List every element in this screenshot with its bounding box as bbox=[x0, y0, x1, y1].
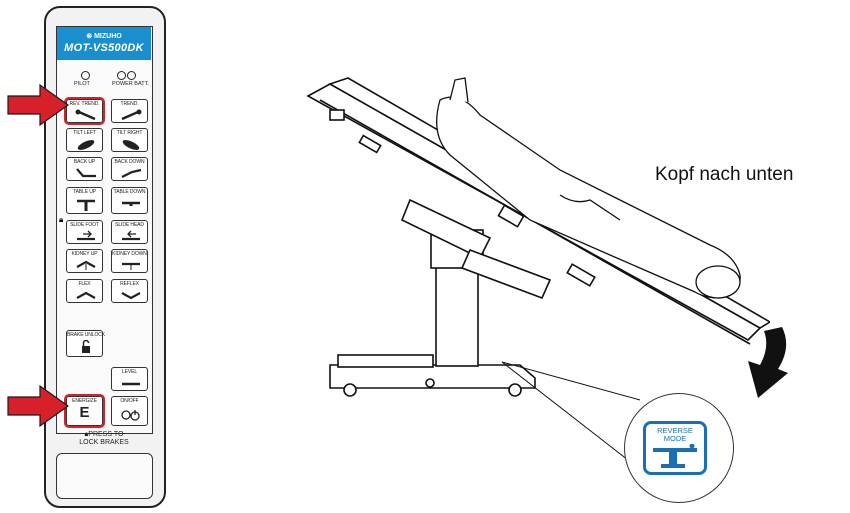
indicator-leds: PILOT POWER BATT. bbox=[57, 71, 151, 93]
reflex-icon bbox=[121, 292, 141, 300]
mode-label: MODE bbox=[663, 434, 687, 443]
lock-brakes-label: LOCK BRAKES bbox=[79, 439, 129, 446]
press-to-lock-text: 🔒︎PRESS TO LOCK BRAKES bbox=[57, 431, 151, 447]
brand-logo: ⊗ MIZUHO bbox=[86, 33, 122, 40]
kidney-down-icon bbox=[122, 262, 140, 270]
power-batt-led-1 bbox=[117, 71, 126, 80]
tilt-right-button[interactable]: TILT RIGHT bbox=[111, 128, 148, 152]
energize-button[interactable]: ENERGIZE E bbox=[64, 394, 105, 428]
kidney-down-label: KIDNEY DOWN bbox=[112, 251, 147, 257]
back-up-label: BACK UP bbox=[73, 159, 96, 165]
caption-text: Kopf nach unten bbox=[655, 164, 794, 185]
operating-table-illustration bbox=[306, 77, 770, 397]
slide-foot-label: SLIDE FOOT bbox=[70, 222, 99, 228]
unlock-icon bbox=[82, 340, 90, 353]
on-off-label: ON/OFF bbox=[120, 398, 139, 404]
power-batt-led-2 bbox=[127, 71, 136, 80]
brake-unlock-label: BRAKE UNLOCK bbox=[67, 332, 105, 338]
energize-label: ENERGIZE bbox=[72, 398, 97, 404]
reverse-mode-indicator: REVERSE MODE bbox=[643, 421, 707, 475]
table-down-icon bbox=[122, 201, 140, 206]
control-panel: ⊗ MIZUHO MOT-VS500DK PILOT POWER BATT. R… bbox=[56, 26, 153, 446]
remote-control: ⊗ MIZUHO MOT-VS500DK PILOT POWER BATT. R… bbox=[44, 6, 166, 508]
level-icon bbox=[122, 382, 140, 386]
energize-symbol: E bbox=[79, 404, 90, 421]
back-up-icon bbox=[76, 168, 96, 178]
flex-label: FLEX bbox=[78, 281, 91, 287]
rev-trend-label: REV. TREND. bbox=[69, 101, 100, 107]
flex-button[interactable]: FLEX bbox=[66, 279, 103, 303]
brand-header: ⊗ MIZUHO MOT-VS500DK bbox=[57, 27, 151, 60]
slide-foot-icon bbox=[77, 230, 95, 241]
kidney-up-label: KIDNEY UP bbox=[71, 251, 98, 257]
tilt-left-icon bbox=[77, 140, 95, 150]
reverse-label: REVERSE bbox=[657, 426, 693, 435]
lock-small-icon: 🔒︎ bbox=[84, 431, 89, 438]
trend-label: TREND. bbox=[120, 101, 139, 107]
on-off-button[interactable]: ON/OFF bbox=[111, 396, 148, 426]
reflex-label: REFLEX bbox=[120, 281, 139, 287]
back-down-button[interactable]: BACK DOWN bbox=[111, 157, 148, 181]
leader-lines bbox=[501, 361, 641, 461]
slide-head-button[interactable]: SLIDE HEAD bbox=[111, 220, 148, 244]
kidney-up-icon bbox=[76, 260, 96, 270]
press-to-label: PRESS TO bbox=[88, 431, 124, 438]
reflex-button[interactable]: REFLEX bbox=[111, 279, 148, 303]
kidney-up-button[interactable]: KIDNEY UP bbox=[66, 249, 103, 273]
level-button[interactable]: LEVEL bbox=[111, 367, 148, 391]
arrow-to-rev-trend-icon bbox=[7, 83, 70, 127]
tilt-left-label: TILT LEFT bbox=[73, 130, 96, 136]
reverse-mode-badge: REVERSE MODE bbox=[624, 393, 734, 503]
remote-bottom-panel bbox=[56, 453, 153, 499]
trend-button[interactable]: TREND. bbox=[111, 99, 148, 123]
slide-head-label: SLIDE HEAD bbox=[115, 222, 144, 228]
back-down-icon bbox=[121, 168, 142, 178]
table-up-icon bbox=[77, 199, 95, 211]
flex-icon bbox=[76, 291, 96, 299]
tilt-right-label: TILT RIGHT bbox=[116, 130, 143, 136]
slide-head-icon bbox=[122, 230, 140, 241]
brake-unlock-button[interactable]: BRAKE UNLOCK bbox=[66, 330, 105, 357]
pilot-label: PILOT bbox=[74, 81, 90, 87]
back-down-label: BACK DOWN bbox=[114, 159, 145, 165]
pilot-led bbox=[81, 71, 90, 80]
tilt-right-icon bbox=[122, 140, 140, 150]
rev-trend-icon bbox=[75, 109, 96, 121]
rev-trend-button[interactable]: REV. TREND. bbox=[64, 97, 105, 125]
power-batt-label: POWER BATT. bbox=[112, 81, 149, 87]
tilt-left-button[interactable]: TILT LEFT bbox=[66, 128, 103, 152]
trend-icon bbox=[121, 109, 142, 121]
table-up-label: TABLE UP bbox=[72, 189, 96, 195]
downward-tilt-arrow-icon bbox=[748, 327, 788, 398]
back-up-button[interactable]: BACK UP bbox=[66, 157, 103, 181]
table-down-button[interactable]: TABLE DOWN bbox=[111, 187, 148, 214]
arrow-to-energize-icon bbox=[7, 384, 70, 428]
level-label: LEVEL bbox=[121, 369, 138, 375]
table-down-label: TABLE DOWN bbox=[113, 189, 146, 195]
slide-foot-button[interactable]: SLIDE FOOT bbox=[66, 220, 103, 244]
kidney-down-button[interactable]: KIDNEY DOWN bbox=[111, 249, 148, 273]
table-up-button[interactable]: TABLE UP bbox=[66, 187, 103, 214]
power-icon bbox=[121, 410, 140, 421]
model-name: MOT-VS500DK bbox=[64, 42, 144, 54]
reverse-table-icon bbox=[653, 444, 697, 468]
lock-icon: 🔒︎ bbox=[59, 215, 64, 224]
